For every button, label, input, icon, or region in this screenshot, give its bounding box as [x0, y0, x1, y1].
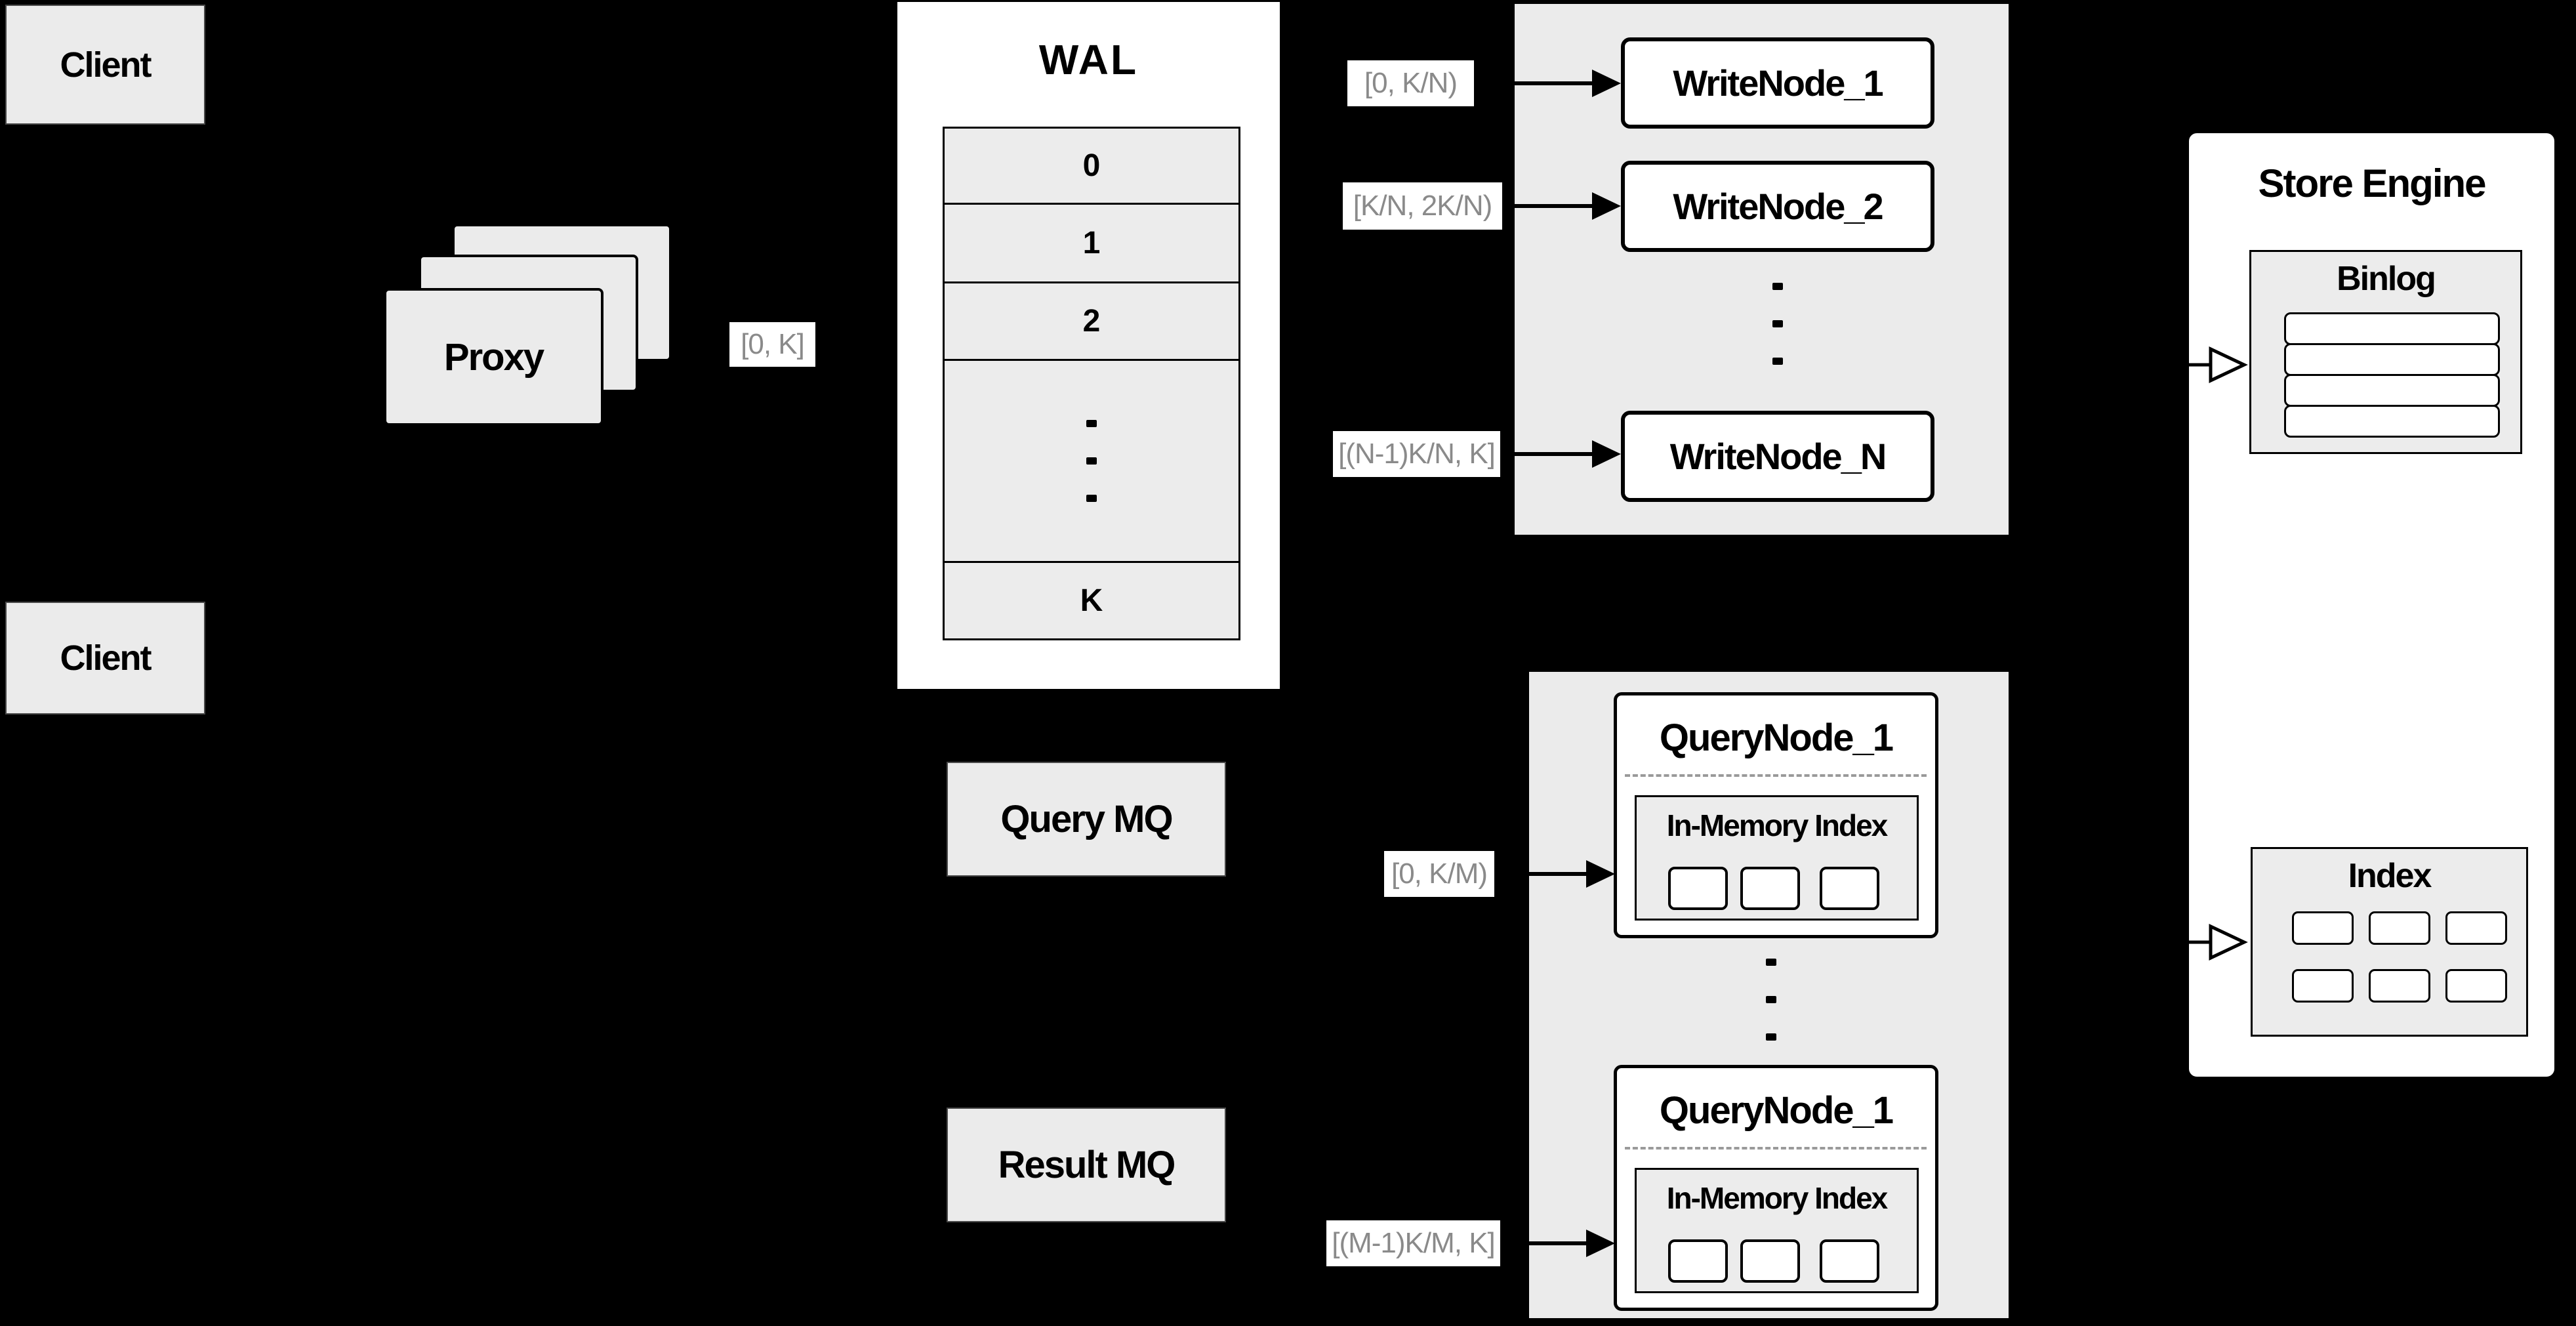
segment-square	[1668, 1239, 1728, 1283]
store-engine-title: Store Engine	[2189, 157, 2554, 209]
wal-row-1-text: 1	[1082, 226, 1101, 260]
range-label-write-1: [0, K/N)	[1347, 60, 1474, 106]
query-ellipsis-dot	[1766, 996, 1776, 1003]
index-cell	[2445, 911, 2507, 945]
index-cell	[2369, 969, 2430, 1003]
range-proxy-wal-text: [0, K]	[741, 328, 805, 360]
in-memory-index-top: In-Memory Index	[1635, 795, 1919, 921]
index-cell	[2445, 969, 2507, 1003]
in-memory-index-bottom-title-text: In-Memory Index	[1666, 1181, 1889, 1215]
write-node-2: WriteNode_2	[1621, 161, 1934, 252]
range-label-write-n: [(N-1)K/N, K]	[1333, 431, 1500, 477]
in-memory-index-top-title-text: In-Memory Index	[1666, 808, 1889, 842]
binlog-segment	[2284, 343, 2500, 376]
query-node-top-divider	[1625, 774, 1927, 777]
query-node-top-title-text: QueryNode_1	[1659, 716, 1894, 759]
store-engine-panel: Store Engine Binlog Index	[2186, 131, 2557, 1079]
client-node-top: Client	[5, 5, 205, 125]
write-ellipsis-dot	[1772, 320, 1783, 327]
binlog-title-text: Binlog	[2337, 260, 2436, 298]
wal-title: WAL	[897, 33, 1280, 86]
index-title-text: Index	[2348, 857, 2432, 895]
query-node-top: QueryNode_1 In-Memory Index	[1614, 692, 1938, 938]
range-label-query-m: [(M-1)K/M, K]	[1326, 1220, 1500, 1266]
segment-square	[1740, 1239, 1800, 1283]
query-node-top-title: QueryNode_1	[1617, 707, 1935, 768]
index-title: Index	[2253, 854, 2526, 898]
range-label-proxy-wal: [0, K]	[729, 322, 815, 367]
write-node-1-label: WriteNode_1	[1673, 62, 1883, 104]
segment-square	[1820, 867, 1879, 910]
wal-row-k-text: K	[1080, 583, 1103, 618]
store-engine-title-text: Store Engine	[2258, 161, 2486, 205]
client-node-bottom: Client	[5, 602, 205, 715]
range-label-write-2: [K/N, 2K/N)	[1343, 182, 1502, 230]
range-query-1-text: [0, K/M)	[1391, 858, 1488, 890]
segment-square	[1820, 1239, 1879, 1283]
wal-panel: WAL 0 1 2 K	[897, 2, 1280, 689]
index-cell	[2292, 911, 2354, 945]
proxy-label: Proxy	[443, 335, 544, 379]
client-bottom-label: Client	[60, 638, 152, 678]
in-memory-index-bottom: In-Memory Index	[1635, 1168, 1919, 1293]
wal-row-0: 0	[943, 127, 1240, 205]
query-mq-node: Query MQ	[947, 762, 1226, 877]
proxy-stack: Proxy	[384, 224, 672, 427]
segment-square	[1668, 867, 1728, 910]
wal-ellipsis-dot	[1086, 457, 1097, 465]
wal-ellipsis-dot	[1086, 420, 1097, 427]
binlog-segment	[2284, 374, 2500, 407]
write-ellipsis-dot	[1772, 283, 1783, 290]
index-box: Index	[2251, 847, 2528, 1037]
wal-row-1: 1	[943, 203, 1240, 283]
wal-title-text: WAL	[1038, 36, 1139, 83]
in-memory-index-bottom-title: In-Memory Index	[1637, 1179, 1917, 1217]
binlog-segment	[2284, 312, 2500, 345]
range-write-2-text: [K/N, 2K/N)	[1353, 190, 1492, 222]
client-top-label: Client	[60, 45, 152, 85]
wal-row-2: 2	[943, 281, 1240, 361]
wal-table: 0 1 2 K	[943, 127, 1240, 640]
range-label-query-1: [0, K/M)	[1384, 851, 1494, 897]
wal-row-k: K	[943, 561, 1240, 640]
in-memory-index-top-title: In-Memory Index	[1637, 806, 1917, 844]
proxy-card-front: Proxy	[384, 288, 603, 426]
write-node-2-label: WriteNode_2	[1673, 186, 1883, 227]
query-ellipsis-dot	[1766, 1033, 1776, 1041]
query-mq-label: Query MQ	[1000, 798, 1173, 840]
result-mq-label: Result MQ	[998, 1144, 1176, 1186]
result-mq-node: Result MQ	[947, 1108, 1226, 1222]
index-cell	[2369, 911, 2430, 945]
segment-square	[1740, 867, 1800, 910]
range-query-m-text: [(M-1)K/M, K]	[1332, 1227, 1496, 1259]
query-node-bottom: QueryNode_1 In-Memory Index	[1614, 1065, 1938, 1311]
range-write-n-text: [(N-1)K/N, K]	[1338, 438, 1496, 470]
write-node-n-label: WriteNode_N	[1669, 436, 1887, 477]
range-write-1-text: [0, K/N)	[1364, 67, 1458, 99]
binlog-title: Binlog	[2251, 256, 2520, 302]
query-ellipsis-dot	[1766, 959, 1776, 966]
write-node-n: WriteNode_N	[1621, 411, 1934, 502]
binlog-segment	[2284, 405, 2500, 438]
write-node-1: WriteNode_1	[1621, 37, 1934, 129]
query-node-bottom-title-text: QueryNode_1	[1659, 1088, 1894, 1132]
binlog-box: Binlog	[2249, 250, 2522, 454]
wal-ellipsis-dot	[1086, 495, 1097, 502]
write-ellipsis-dot	[1772, 358, 1783, 365]
wal-row-0-text: 0	[1082, 148, 1101, 183]
index-cell	[2292, 969, 2354, 1003]
query-node-ellipsis	[1766, 943, 1776, 1056]
write-node-ellipsis	[1772, 268, 1783, 380]
wal-row-2-text: 2	[1082, 304, 1101, 339]
query-node-bottom-divider	[1625, 1147, 1927, 1150]
query-node-bottom-title: QueryNode_1	[1617, 1080, 1935, 1140]
wal-row-ellipsis	[943, 359, 1240, 563]
binlog-segments	[2284, 312, 2500, 438]
